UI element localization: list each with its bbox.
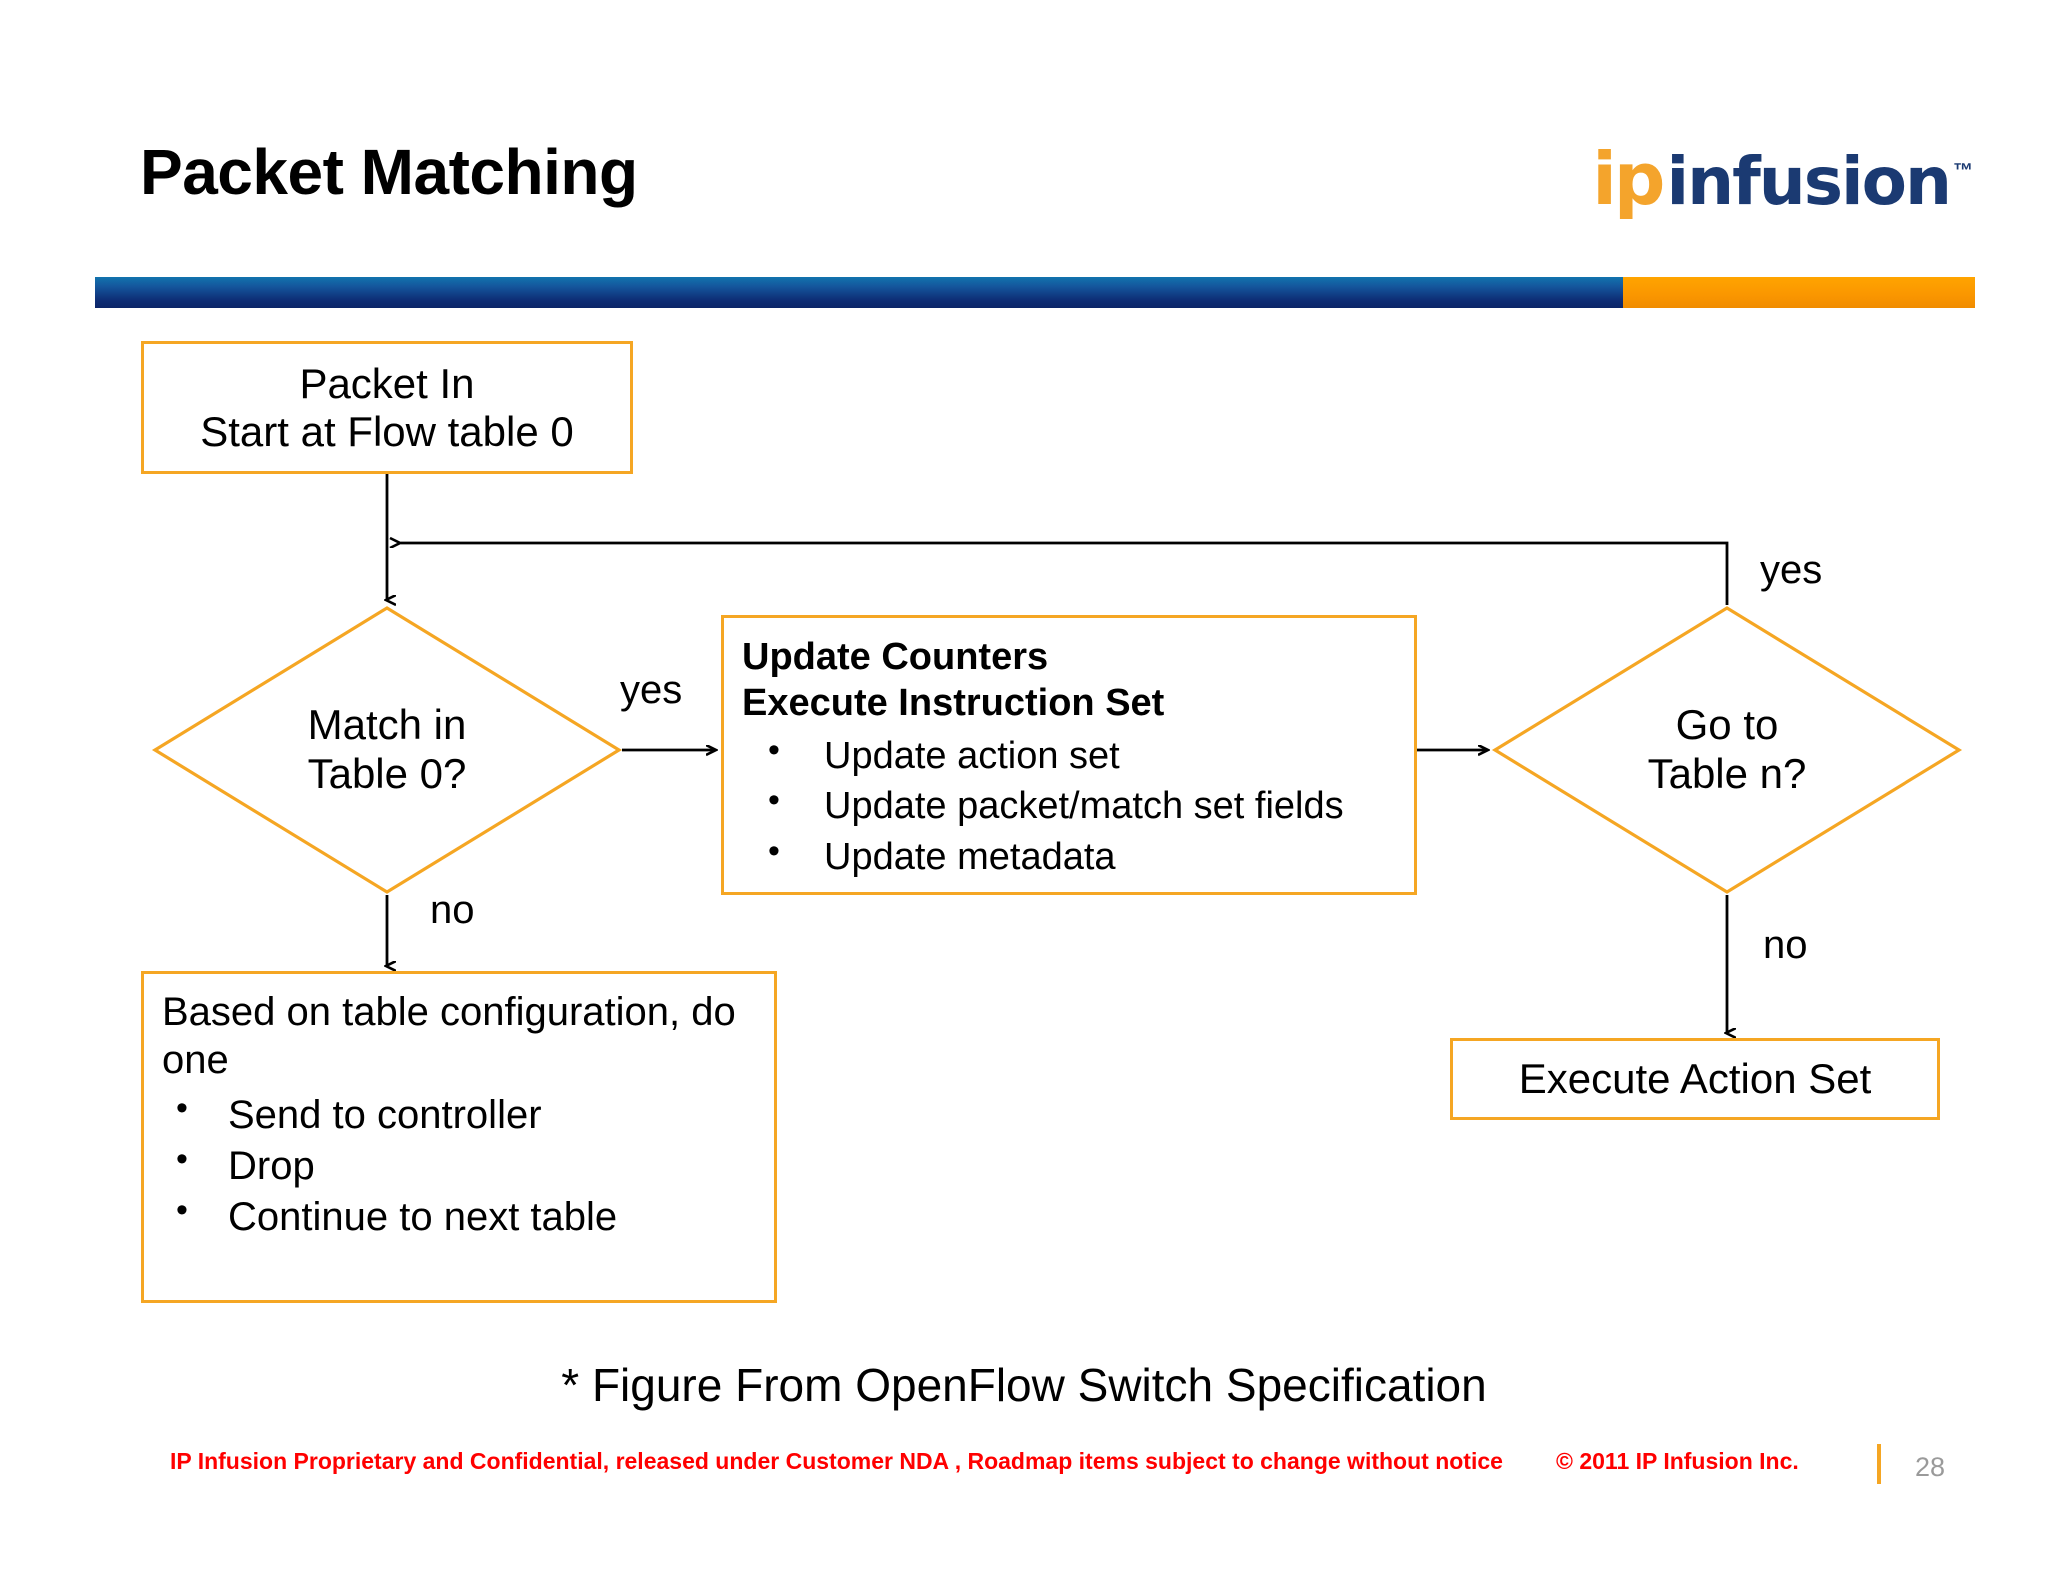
footer-confidential-notice: IP Infusion Proprietary and Confidential… [170, 1448, 1503, 1474]
logo-trademark-icon: ™ [1953, 160, 1973, 182]
edge-label-goto-no: no [1763, 923, 1808, 967]
node-goto-line2: Table n? [1647, 750, 1807, 797]
node-match-in-table0[interactable]: Match in Table 0? [151, 605, 623, 895]
node-match-line2: Table 0? [307, 750, 467, 797]
node-execute-action-set[interactable]: Execute Action Set [1450, 1038, 1940, 1120]
figure-source-note: * Figure From OpenFlow Switch Specificat… [561, 1359, 1487, 1411]
header-bar-orange-segment [1623, 277, 1975, 308]
node-go-to-table-n[interactable]: Go to Table n? [1491, 605, 1963, 895]
edge-label-match-no: no [430, 888, 475, 932]
node-based-bullet: Send to controller [162, 1087, 774, 1141]
edge-label-match-yes: yes [620, 668, 683, 712]
node-based-bullet: Drop [162, 1138, 774, 1192]
node-update-heading1: Update Counters [742, 636, 1049, 678]
slide-footer: IP Infusion Proprietary and Confidential… [0, 1444, 2048, 1498]
page-number: 28 [1915, 1452, 1946, 1482]
edge-label-goto-yes: yes [1760, 548, 1823, 592]
node-update-counters[interactable]: Update Counters Execute Instruction Set … [721, 615, 1417, 895]
node-packet-in-line2: Start at Flow table 0 [200, 407, 574, 455]
diamond-shape [1491, 606, 1963, 894]
node-packet-in[interactable]: Packet In Start at Flow table 0 [141, 341, 633, 474]
node-update-heading2: Execute Instruction Set [742, 682, 1165, 725]
node-packet-in-line1: Packet In [299, 360, 475, 408]
node-based-on-table-configuration[interactable]: Based on table configuration, do one Sen… [141, 971, 777, 1303]
node-match-line1: Match in [307, 701, 467, 749]
node-update-bullet-list: Update action set Update packet/match se… [742, 728, 1414, 883]
node-update-bullet: Update action set [742, 728, 1414, 782]
footer-copyright: © 2011 IP Infusion Inc. [1556, 1448, 1799, 1474]
footer-divider [1877, 1444, 1881, 1484]
node-based-bullet-list: Send to controller Drop Continue to next… [162, 1087, 774, 1244]
node-based-bullet: Continue to next table [162, 1189, 774, 1243]
node-execute-action-set-label: Execute Action Set [1518, 1055, 1872, 1103]
logo-infusion-word: infusion [1666, 143, 1952, 220]
page-title: Packet Matching [140, 136, 638, 208]
ip-infusion-logo: ip infusion ™ [1592, 143, 1973, 215]
logo-ip-mark: ip [1592, 137, 1665, 221]
node-based-paragraph: Based on table configuration, do one [162, 990, 736, 1082]
node-update-bullet: Update metadata [742, 829, 1414, 883]
node-update-bullet: Update packet/match set fields [742, 778, 1414, 832]
node-goto-line1: Go to [1675, 701, 1779, 749]
header-bar-blue-segment [95, 277, 1624, 308]
diamond-shape [151, 606, 623, 894]
header-divider-bar [95, 277, 1975, 308]
